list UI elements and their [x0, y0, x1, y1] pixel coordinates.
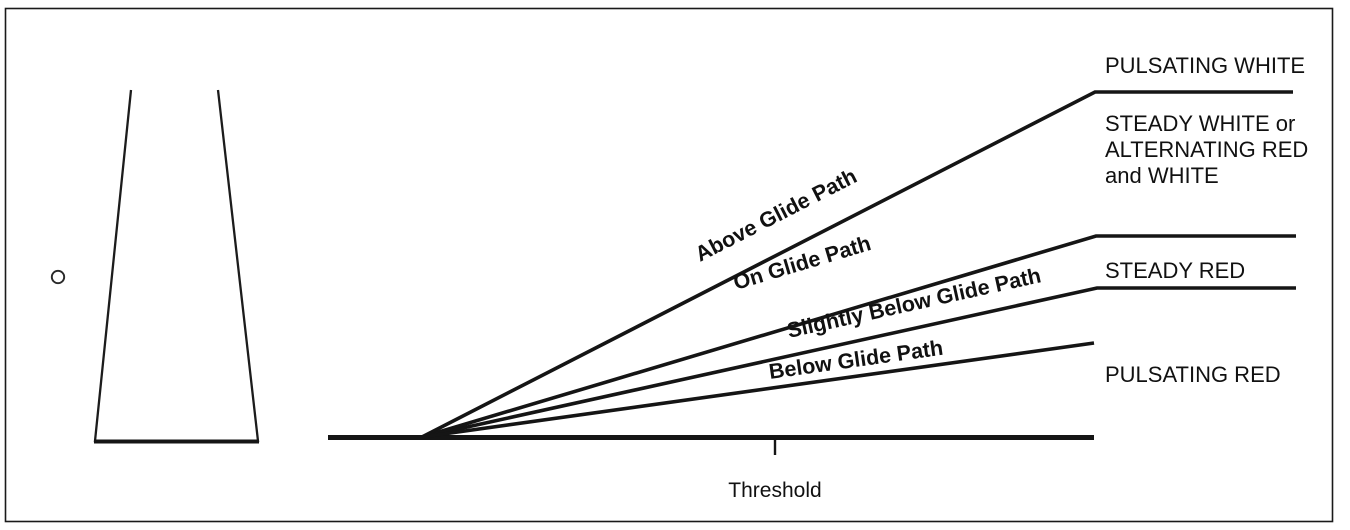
indication-label-steady-red: STEADY RED [1105, 258, 1245, 283]
indication-label-steady-white-alternating: STEADY WHITE or ALTERNATING RED and WHIT… [1105, 111, 1308, 188]
figure-border [4, 7, 1334, 523]
approach-light-marker-icon [50, 269, 66, 285]
beam-line-below-glide-path [421, 341, 1095, 439]
indication-label-pulsating-white: PULSATING WHITE [1105, 53, 1305, 78]
indication-label-pulsating-red: PULSATING RED [1105, 362, 1281, 387]
beam-line-above-glide-path [421, 90, 1293, 439]
runway-perspective-shape [93, 89, 260, 444]
beam-line-slightly-below-glide-path [421, 286, 1296, 439]
indication-label-steady-white-line2: ALTERNATING RED [1105, 137, 1308, 162]
beam-label-slightly-below-glide-path: Slightly Below Glide Path [785, 263, 1043, 343]
indication-label-steady-white-line3: and WHITE [1105, 163, 1219, 188]
beam-line-on-glide-path [421, 234, 1296, 439]
threshold-label: Threshold [728, 479, 821, 502]
runway-edges [93, 89, 260, 443]
indication-label-steady-white-line1: STEADY WHITE or [1105, 111, 1295, 136]
